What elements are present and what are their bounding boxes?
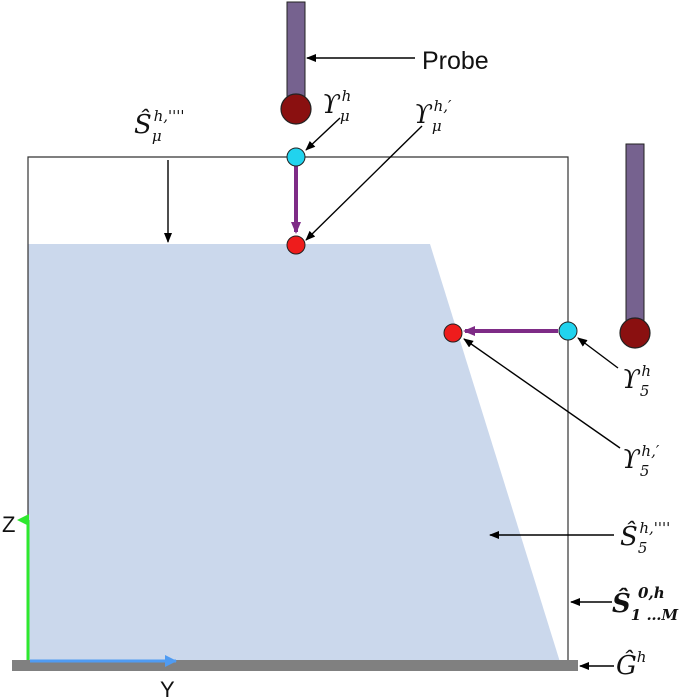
ground-plate [12,660,578,671]
probe-tip-right [619,317,651,349]
u5-prime-label: ϒ5h,′ [622,442,660,480]
u-mu-pointer-arrow [305,117,341,151]
u-mu-label: ϒμh [322,87,351,125]
g-label: Ĝh [616,648,646,681]
probe-shaft-top [286,1,306,99]
probe-label: Probe [422,47,489,75]
u5-label: ϒ5h [622,362,651,400]
contact-point-mu [286,147,306,167]
s5-label: Ŝ5h,'''' [620,519,670,557]
u5-prime-pointer-arrow [463,338,621,449]
material-region [28,244,560,662]
probe-tip-top [280,93,312,125]
u-mu-prime-label: ϒμh,′ [414,97,452,135]
probe-shaft-right [625,143,645,323]
projected-point-5 [443,323,463,343]
u-mu-prime-pointer-arrow [305,125,423,241]
contact-point-5 [558,321,578,341]
s-mu-label: Ŝμh,'''' [134,107,185,145]
y-axis-label: Y [160,677,175,700]
z-axis-label: Z [2,512,15,537]
u5-pointer-arrow [577,337,619,369]
s1m-label: Ŝ1 …M0,h [612,584,678,624]
projected-point-mu [286,235,306,255]
